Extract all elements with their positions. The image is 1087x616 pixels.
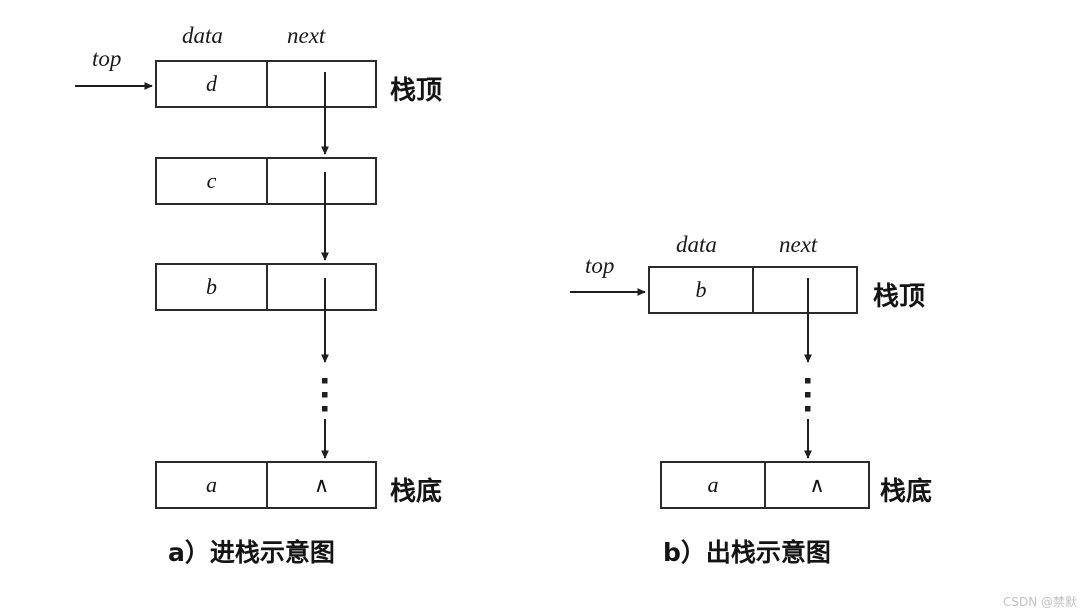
stack-node-push-0: d (155, 60, 377, 108)
node-next-cell (268, 265, 375, 309)
caption-pop: b）出栈示意图 (663, 538, 831, 567)
node-next-cell (754, 268, 856, 312)
column-header-next-push: next (287, 23, 326, 48)
stack-node-push-3: a ∧ (155, 461, 377, 509)
node-data-cell: a (157, 463, 268, 507)
stack-bottom-label-push: 栈底 (390, 477, 443, 507)
ellipsis-dots-pop (805, 378, 811, 412)
top-pointer-label-push: top (92, 46, 122, 71)
stack-bottom-label-pop: 栈底 (880, 477, 933, 507)
stack-node-pop-1: a ∧ (660, 461, 870, 509)
node-data-cell: b (157, 265, 268, 309)
column-header-next-pop: next (779, 232, 818, 257)
node-data-cell: d (157, 62, 268, 106)
node-data-cell: b (650, 268, 754, 312)
node-data-cell: c (157, 159, 268, 203)
caption-push: a）进栈示意图 (168, 538, 335, 567)
watermark: CSDN @禁默 (1002, 595, 1077, 609)
stack-top-label-push: 栈顶 (390, 76, 443, 106)
stack-top-label-pop: 栈顶 (873, 282, 926, 312)
node-next-cell (268, 62, 375, 106)
node-null-pointer: ∧ (313, 472, 330, 497)
node-data-cell: a (662, 463, 766, 507)
column-header-data-pop: data (676, 232, 717, 257)
stack-node-push-1: c (155, 157, 377, 205)
stack-node-pop-0: b (648, 266, 858, 314)
node-next-cell (268, 159, 375, 203)
column-header-data-push: data (182, 23, 223, 48)
top-pointer-label-pop: top (585, 253, 615, 278)
ellipsis-dots-push (322, 378, 328, 412)
stack-node-push-2: b (155, 263, 377, 311)
node-null-pointer: ∧ (809, 472, 825, 497)
